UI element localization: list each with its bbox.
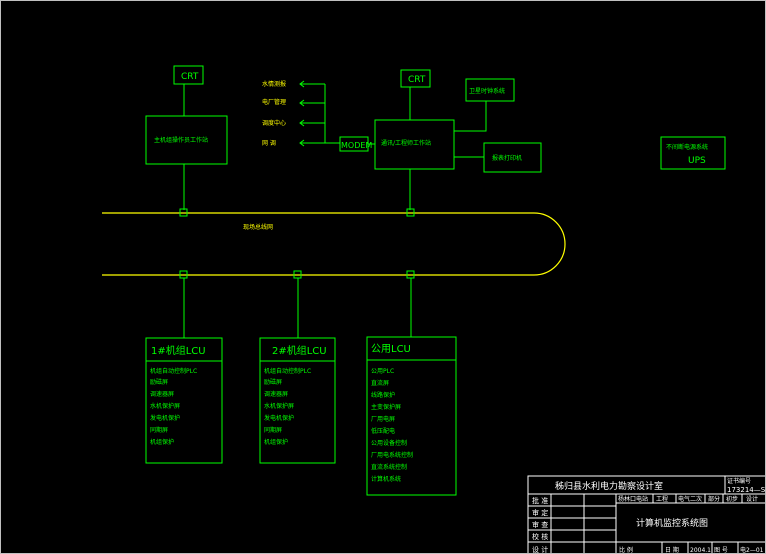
gps-label: 卫星时钟系统 — [469, 87, 505, 95]
ups-box — [660, 136, 726, 170]
fieldbus-loop — [102, 212, 566, 276]
drawing-title: 计算机监控系统图 — [636, 517, 708, 529]
ups-label: UPS — [688, 156, 706, 166]
crt-left-label: CRT — [181, 72, 199, 82]
project-type: 工程 — [656, 495, 668, 503]
lcu-public-item: 主变保护屏 — [371, 403, 401, 411]
gps-link — [454, 101, 487, 132]
operator-station-label: 主机组操作员工作站 — [154, 136, 208, 144]
ups-title: 不间断电源系统 — [666, 143, 708, 151]
project-name: 杨林口电站 — [618, 495, 648, 503]
lcu-public-item: 计算机系统 — [371, 475, 401, 483]
title-block — [527, 475, 766, 554]
engineer-station-box — [374, 119, 455, 170]
institute-name: 秭归县水利电力勘察设计室 — [555, 480, 663, 492]
uplink-bus — [299, 80, 340, 147]
role-design: 设 计 — [532, 545, 548, 554]
modem-label: MODEM — [341, 141, 372, 150]
lcu-public-item: 厂用电系统控制 — [371, 451, 413, 459]
uplink-grid-label: 网 调 — [262, 139, 276, 147]
lcu2-item: 调速器屏 — [264, 390, 288, 398]
operator-station-box — [145, 115, 228, 165]
lcu-public-item: 直流系统控制 — [371, 463, 407, 471]
scale-label: 比 例 — [619, 546, 633, 554]
lcu-public-title: 公用LCU — [371, 344, 411, 355]
lcu2-title: 2#机组LCU — [272, 344, 327, 357]
lcu2-item: 发电机保护 — [264, 414, 294, 422]
date-label: 日 期 — [665, 546, 679, 554]
lcu2-item: 机组保护 — [264, 438, 288, 446]
lcu-public-item: 公用设备控制 — [371, 439, 407, 447]
crt-left-box — [173, 65, 204, 85]
lcu1-title: 1#机组LCU — [151, 344, 206, 357]
lcu-public-item: 低压配电 — [371, 427, 395, 435]
cert-number: 173214—S — [727, 486, 766, 494]
lcu-public-item: 厂用电屏 — [371, 415, 395, 423]
role-approve: 批 准 — [532, 496, 548, 505]
lcu-public-item: 公用PLC — [371, 368, 394, 375]
date-value: 2004.1 — [690, 547, 711, 554]
lcu2-item: 励磁屏 — [264, 378, 282, 386]
lcu1-item: 水机保护屏 — [150, 402, 180, 410]
project-part: 部分 — [708, 495, 720, 503]
lcu2-box — [259, 337, 336, 464]
uplink-hydro-label: 水情测报 — [262, 80, 286, 88]
lcu2-item: 机组自动控制PLC — [264, 367, 311, 375]
lcu1-item: 发电机保护 — [150, 414, 180, 422]
lcu1-box — [145, 337, 223, 464]
drawing-no-label: 图 号 — [714, 547, 728, 554]
fieldbus-label: 现场总线网 — [243, 223, 273, 231]
lcu2-item: 水机保护屏 — [264, 402, 294, 410]
cert-label: 证书编号 — [727, 477, 751, 485]
printer-label: 报表打印机 — [492, 154, 522, 162]
project-scope: 电气二次 — [678, 495, 702, 503]
role-verify: 审 定 — [532, 508, 548, 517]
lcu-public-item: 线路保护 — [371, 391, 395, 399]
lcu1-item: 机组保护 — [150, 438, 174, 446]
role-review: 审 查 — [532, 520, 548, 529]
role-check: 校 核 — [532, 532, 548, 541]
uplink-plant-label: 电厂管理 — [262, 98, 286, 106]
lcu1-item: 励磁屏 — [150, 378, 168, 386]
crt-right-label: CRT — [408, 75, 426, 85]
crt-right-box — [400, 69, 431, 88]
project-stage: 初步 — [726, 495, 738, 503]
uplink-dispatch-label: 调度中心 — [262, 119, 286, 127]
gps-box — [465, 78, 515, 102]
drawing-no-value: 电2—01 — [740, 546, 764, 554]
lcu-public-box — [366, 336, 457, 496]
lcu-public-item: 直流屏 — [371, 379, 389, 387]
lcu1-item: 同期屏 — [150, 426, 168, 434]
lcu1-item: 调速器屏 — [150, 390, 174, 398]
bus-junctions — [179, 208, 415, 279]
project-design: 设计 — [746, 495, 758, 503]
engineer-station-label: 通讯/工程师工作站 — [381, 139, 431, 147]
lcu2-item: 同期屏 — [264, 426, 282, 434]
lcu1-item: 机组自动控制PLC — [150, 367, 197, 375]
